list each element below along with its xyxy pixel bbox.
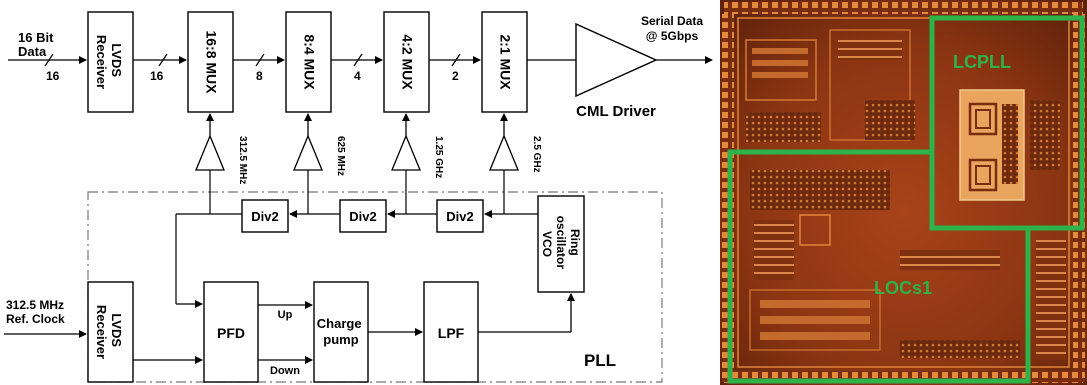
clock-label-2: 625 MHz [335, 136, 346, 176]
lvds-receiver-top [87, 11, 134, 113]
up-label: Up [278, 309, 293, 321]
circuit-block [865, 100, 915, 140]
vco-label: Ring oscillator VCO [540, 216, 582, 273]
circuit-block [746, 112, 821, 142]
div2-label-2: Div2 [349, 209, 376, 224]
circuit-block [900, 250, 1000, 270]
div2-block-3 [436, 199, 484, 233]
bus-slash-3 [353, 53, 363, 67]
bus-slash-1 [158, 53, 168, 67]
div2-block-1 [241, 199, 289, 233]
ref-clock-label: 312.5 MHz [6, 298, 64, 312]
circuit-block [752, 48, 808, 54]
mux-16-8 [187, 11, 234, 113]
circuit-block [760, 300, 870, 308]
pll-label: PLL [584, 351, 616, 370]
lvds-receiver-top-label: LVDS Receiver [94, 35, 124, 89]
input-data-label: 16 Bit [18, 30, 54, 45]
circuit-block [745, 39, 817, 101]
mux-8-4-label: 8:4 MUX [301, 34, 317, 90]
circuit-block [760, 316, 870, 324]
pfd-label: PFD [217, 325, 245, 341]
input-data-label-2: Data [18, 44, 47, 59]
bus-slash-2 [255, 53, 265, 67]
circuit-block [752, 60, 808, 66]
mux-2-1-label: 2:1 MUX [497, 34, 513, 90]
serial-data-label: Serial Data [641, 14, 703, 28]
inductor-top-inner [975, 109, 991, 129]
circuit-block [760, 332, 870, 340]
die-core-outline [737, 17, 1070, 368]
pfd-block [203, 281, 259, 383]
clock-buffer-3 [391, 134, 421, 171]
mux-16-8-label: 16:8 MUX [203, 30, 219, 94]
bus-width-1: 16 [150, 69, 164, 83]
mux-4-2 [383, 11, 430, 113]
circuit-block [754, 220, 794, 280]
input-bus-width: 16 [46, 69, 60, 83]
down-label: Down [270, 365, 300, 377]
block-diagram: 16 Bit Data 16 LVDS Receiver 16 16:8 MUX… [4, 11, 713, 383]
clock-buffer-1 [195, 134, 225, 171]
cml-driver-triangle [575, 22, 658, 98]
inductor-top [968, 102, 998, 136]
circuit-block [752, 72, 808, 78]
inductor-bottom-inner [975, 165, 991, 185]
circuit-block [749, 289, 881, 351]
div2-label-1: Div2 [251, 209, 278, 224]
clock-buffer-4 [489, 134, 519, 171]
lvds-receiver-bottom [87, 281, 134, 383]
lpf-block [423, 281, 479, 383]
clock-buffer-2 [293, 134, 323, 171]
vco-block [537, 195, 585, 293]
circuit-block [799, 214, 831, 246]
circuit-block [750, 170, 890, 210]
clock-label-1: 312.5 MHz [237, 136, 248, 184]
circuit-block [1002, 104, 1018, 184]
circuit-block [900, 340, 1020, 358]
pll-boundary [87, 191, 663, 383]
bus-width-3: 4 [354, 69, 361, 83]
input-bus-slash [44, 53, 54, 67]
div2-label-3: Div2 [446, 209, 473, 224]
bus-slash-4 [451, 53, 461, 67]
mux-8-4 [285, 11, 332, 113]
lvds-receiver-bottom-label: LVDS Receiver [94, 305, 124, 359]
die-photo: LCPLL LOCs1 [720, 0, 1087, 385]
charge-pump-label: Charge pump [317, 316, 365, 347]
cml-driver-label: CML Driver [576, 103, 656, 120]
circuit-block [1036, 240, 1066, 360]
pad-ring-top [724, 2, 1083, 14]
div2-block-2 [339, 199, 387, 233]
lpf-label: LPF [438, 325, 465, 341]
mux-2-1 [481, 11, 528, 113]
bus-width-2: 8 [256, 69, 263, 83]
circuit-block [838, 40, 902, 60]
mux-4-2-label: 4:2 MUX [399, 34, 415, 90]
clock-label-4: 2.5 GHz [531, 136, 542, 173]
bus-width-4: 2 [452, 69, 459, 83]
inductor-bottom [968, 158, 998, 192]
circuit-block [1030, 100, 1060, 170]
clock-label-3: 1.25 GHz [433, 136, 444, 178]
lcpll-label: LCPLL [953, 52, 1011, 72]
locs1-label: LOCs1 [874, 278, 932, 298]
ref-clock-label-2: Ref. Clock [6, 312, 65, 326]
serial-data-rate: @ 5Gbps [646, 29, 699, 43]
